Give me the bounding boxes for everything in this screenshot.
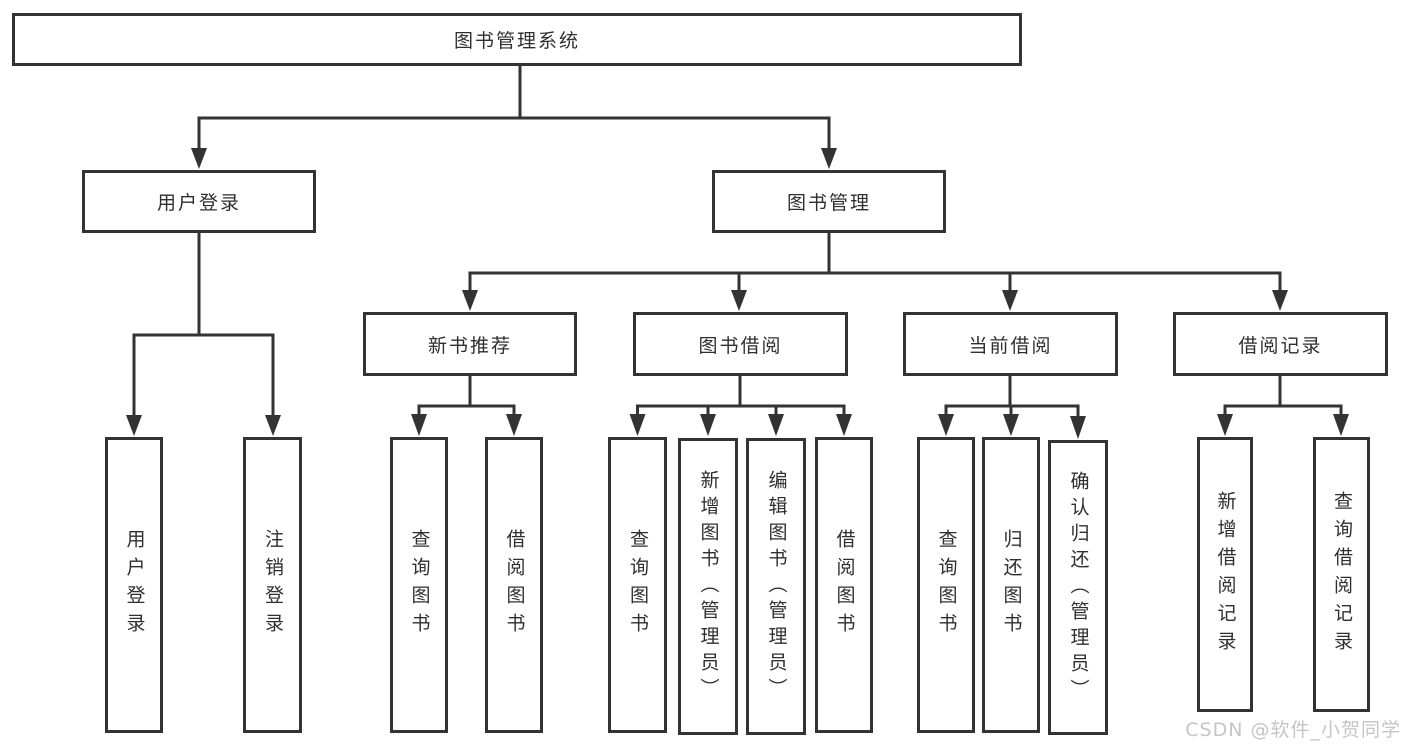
- leaf-add-borrow-record-label: 新增借阅记录: [1214, 490, 1237, 659]
- leaf-return-books: 归还图书: [982, 437, 1040, 733]
- connector-book-management-branch: [462, 231, 1288, 311]
- leaf-borrow-books-borrowing: 借阅图书: [815, 437, 873, 733]
- connector-current-borrowing-branch: [938, 374, 1086, 439]
- node-book-management: 图书管理: [712, 170, 946, 233]
- watermark: CSDN @软件_小贺同学: [1185, 719, 1401, 741]
- node-user-login-label: 用户登录: [156, 192, 241, 214]
- leaf-query-books-recommend: 查询图书: [390, 437, 448, 733]
- node-book-borrowing-label: 图书借阅: [698, 334, 783, 357]
- node-library-system-label: 图书管理系统: [453, 30, 580, 52]
- leaf-add-borrow-record: 新增借阅记录: [1197, 437, 1253, 712]
- leaf-query-borrow-record: 查询借阅记录: [1313, 437, 1370, 712]
- node-book-management-label: 图书管理: [786, 192, 871, 214]
- leaf-logout-label: 注销登录: [262, 529, 284, 641]
- leaf-borrow-books-recommend-label: 借阅图书: [503, 529, 526, 641]
- leaf-confirm-return-admin: 确认归还（管理员）: [1048, 440, 1108, 735]
- leaf-edit-book-admin-label: 编辑图书（管理员）: [765, 469, 788, 704]
- node-current-borrowing-label: 当前借阅: [968, 334, 1053, 357]
- leaf-edit-book-admin: 编辑图书（管理员）: [746, 438, 806, 735]
- leaf-query-books-current: 查询图书: [917, 437, 975, 733]
- node-new-book-recommend: 新书推荐: [363, 312, 577, 376]
- leaf-borrow-books-recommend: 借阅图书: [485, 437, 543, 733]
- node-current-borrowing: 当前借阅: [903, 312, 1118, 376]
- leaf-query-borrow-record-label: 查询借阅记录: [1331, 490, 1353, 659]
- connector-borrowing-records-branch: [1217, 374, 1349, 436]
- leaf-query-books-recommend-label: 查询图书: [408, 529, 431, 641]
- node-borrowing-records-label: 借阅记录: [1238, 334, 1323, 357]
- leaf-confirm-return-admin-label: 确认归还（管理员）: [1067, 470, 1090, 705]
- leaf-query-books-current-label: 查询图书: [935, 529, 958, 641]
- connector-book-borrowing-branch: [629, 374, 852, 436]
- node-user-login: 用户登录: [82, 170, 316, 233]
- leaf-return-books-label: 归还图书: [1000, 529, 1023, 641]
- leaf-add-book-admin-label: 新增图书（管理员）: [697, 469, 720, 704]
- node-library-system: 图书管理系统: [12, 13, 1022, 66]
- leaf-add-book-admin: 新增图书（管理员）: [678, 438, 738, 735]
- node-borrowing-records: 借阅记录: [1173, 312, 1388, 376]
- leaf-query-books-borrowing: 查询图书: [608, 437, 667, 733]
- connector-root-to-level1: [191, 64, 837, 169]
- connector-new-book-recommend-branch: [411, 374, 522, 436]
- leaf-user-login: 用户登录: [105, 437, 163, 733]
- leaf-borrow-books-borrowing-label: 借阅图书: [833, 529, 856, 641]
- connector-user-login-branch: [126, 231, 281, 436]
- node-book-borrowing: 图书借阅: [633, 312, 848, 376]
- node-new-book-recommend-label: 新书推荐: [427, 334, 512, 357]
- leaf-user-login-label: 用户登录: [123, 529, 146, 641]
- leaf-logout: 注销登录: [243, 437, 302, 733]
- leaf-query-books-borrowing-label: 查询图书: [627, 529, 649, 641]
